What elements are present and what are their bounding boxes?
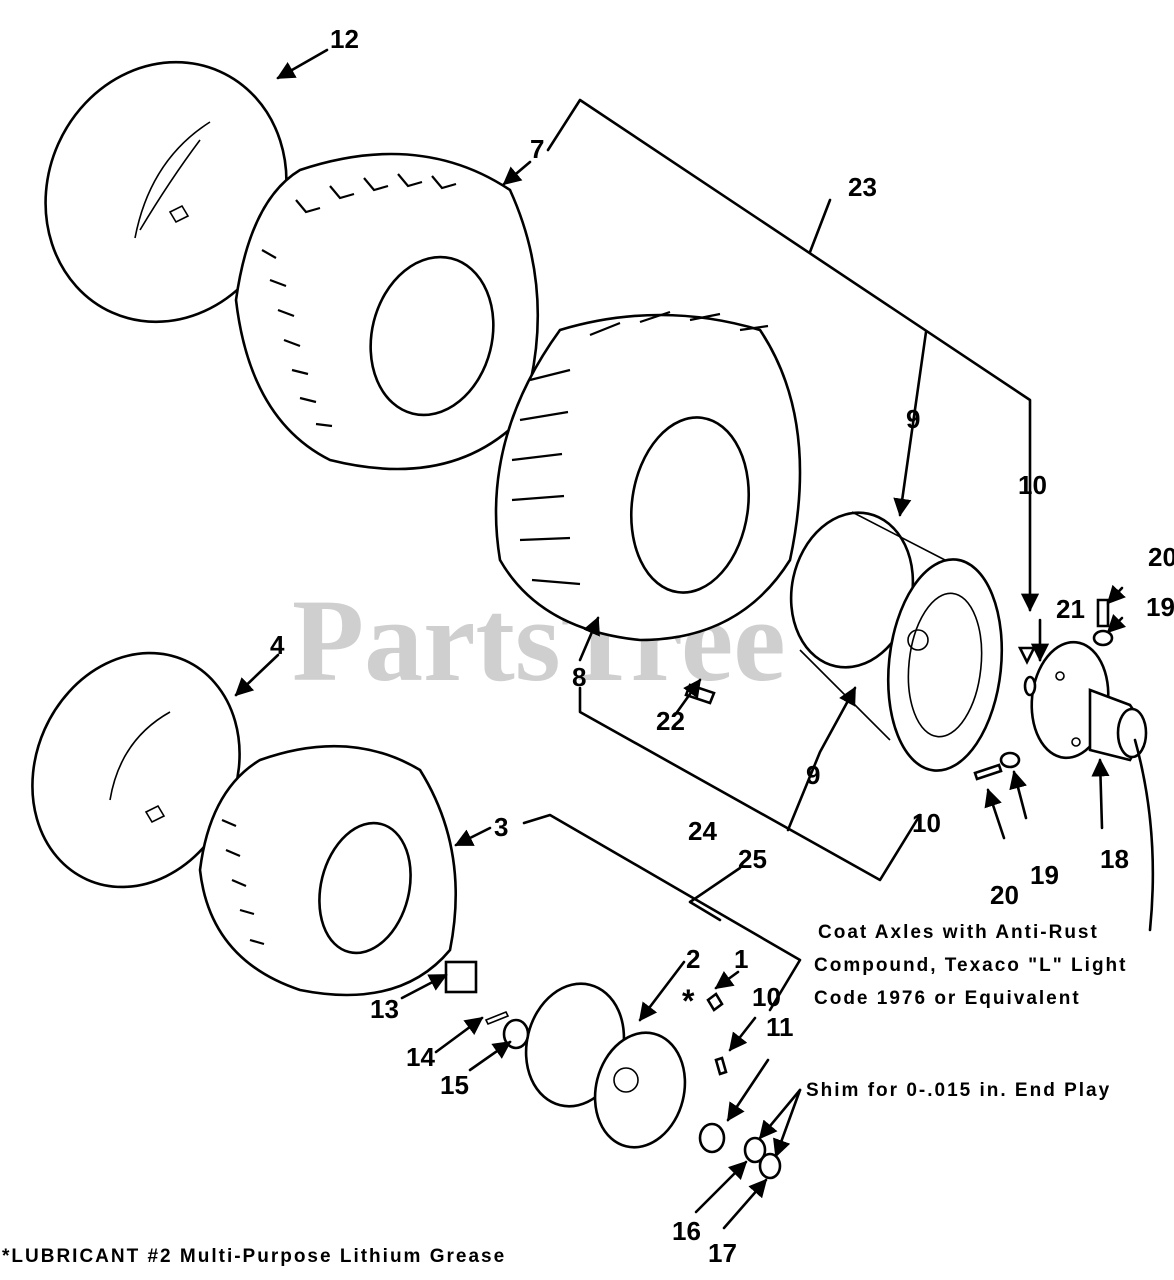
callout-10-lower: 10 [752,982,781,1012]
callout-19-lower: 19 [1030,860,1059,890]
bushing [444,960,478,994]
shim-washer-16 [743,1136,767,1164]
callout-7: 7 [530,134,544,164]
callout-20-upper: 20 [1148,542,1174,572]
lock-washer [1092,629,1114,647]
cotter-pin [484,1010,510,1026]
callout-11: 11 [766,1012,794,1042]
callout-13: 13 [370,994,399,1024]
axle-hub [1030,640,1148,762]
callout-2: 2 [686,944,700,974]
turf-tire-upper [234,152,540,471]
valve-stem [1017,646,1037,665]
callout-23: 23 [848,172,877,202]
lubricant-note: *LUBRICANT #2 Multi-Purpose Lithium Grea… [2,1246,506,1267]
callout-12: 12 [330,24,359,54]
wheel-rim-lower [524,982,687,1149]
callout-20-lower: 20 [990,880,1019,910]
ag-tire [494,310,802,642]
callout-8: 8 [572,662,586,692]
turf-tire-lower [198,744,458,997]
callout-3: 3 [494,812,508,842]
lower-valve-stem [714,1056,728,1076]
callout-10-middle: 10 [912,808,941,838]
callout-9-lower: 9 [806,760,820,790]
wheel-rim-upper [789,511,1004,772]
callout-18: 18 [1100,844,1129,874]
hub-washer [999,751,1021,769]
bearing [698,1122,726,1154]
hub-bolt [973,763,1003,781]
grease-fitting [706,992,724,1012]
key [1023,675,1037,697]
callout-16: 16 [672,1216,701,1246]
callout-25: 25 [738,844,767,874]
cap-screw [1096,598,1110,628]
shim-note: Shim for 0-.015 in. End Play [806,1080,1111,1101]
callout-22: 22 [656,706,685,736]
callout-14: 14 [406,1042,435,1072]
callout-15: 15 [440,1070,469,1100]
callout-1: 1 [734,944,748,974]
callout-17: 17 [708,1238,737,1268]
callout-10-upper: 10 [1018,470,1047,500]
axle-note-line-2: Compound, Texaco "L" Light [814,955,1127,976]
axle-note-line-3: Code 1976 or Equivalent [814,988,1081,1009]
axle-note-line-1: Coat Axles with Anti-Rust [818,922,1099,943]
callout-21: 21 [1056,594,1085,624]
callout-24: 24 [688,816,717,846]
lubricant-asterisk-icon: * [682,983,695,1019]
callout-4: 4 [270,630,285,660]
callout-9-upper: 9 [906,404,920,434]
shim-washer-17 [758,1152,782,1180]
callout-19-upper: 19 [1146,592,1174,622]
leader-lines [234,48,1155,1230]
